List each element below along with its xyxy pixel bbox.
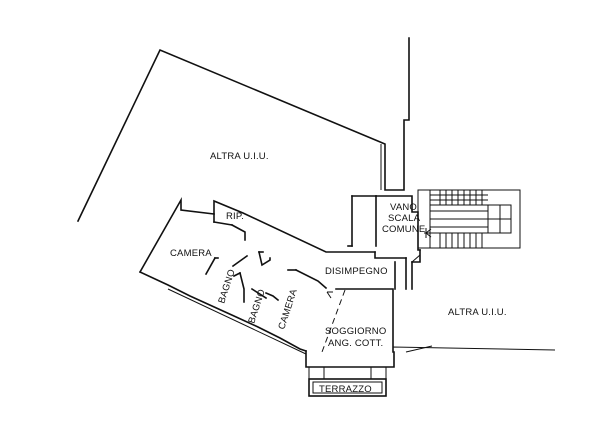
label-camera-1: CAMERA	[170, 248, 212, 259]
label-terrazzo: TERRAZZO	[319, 384, 372, 395]
label-camera-2: CAMERA	[276, 287, 300, 331]
label-disimpegno: DISIMPEGNO	[325, 266, 388, 277]
label-bagno-2: BAGNO	[246, 288, 267, 325]
terrazzo-box	[308, 367, 387, 397]
interior-walls	[204, 213, 421, 353]
label-altra-uiu-top: ALTRA U.I.U.	[210, 151, 269, 162]
label-scala: SCALA	[388, 213, 421, 224]
soggiorno-dashed-edge	[321, 289, 346, 353]
label-comune: COMUNE	[382, 224, 425, 235]
altra-uiu-right-bottom-line	[392, 346, 556, 352]
label-vano: VANO	[390, 202, 417, 213]
stair-arrow	[424, 228, 438, 238]
stairwell	[375, 189, 521, 251]
label-soggiorno: SOGGIORNO	[325, 326, 386, 337]
altra-uiu-right-outline	[411, 249, 421, 263]
label-altra-uiu-right: ALTRA U.I.U.	[448, 307, 507, 318]
altra-uiu-top-outline	[76, 37, 410, 223]
apartment-outline	[138, 195, 407, 368]
label-rip: RIP.	[226, 211, 244, 222]
label-ang-cott: ANG. COTT.	[328, 338, 383, 349]
stair-treads	[430, 189, 501, 248]
label-bagno-1: BAGNO	[216, 268, 237, 305]
